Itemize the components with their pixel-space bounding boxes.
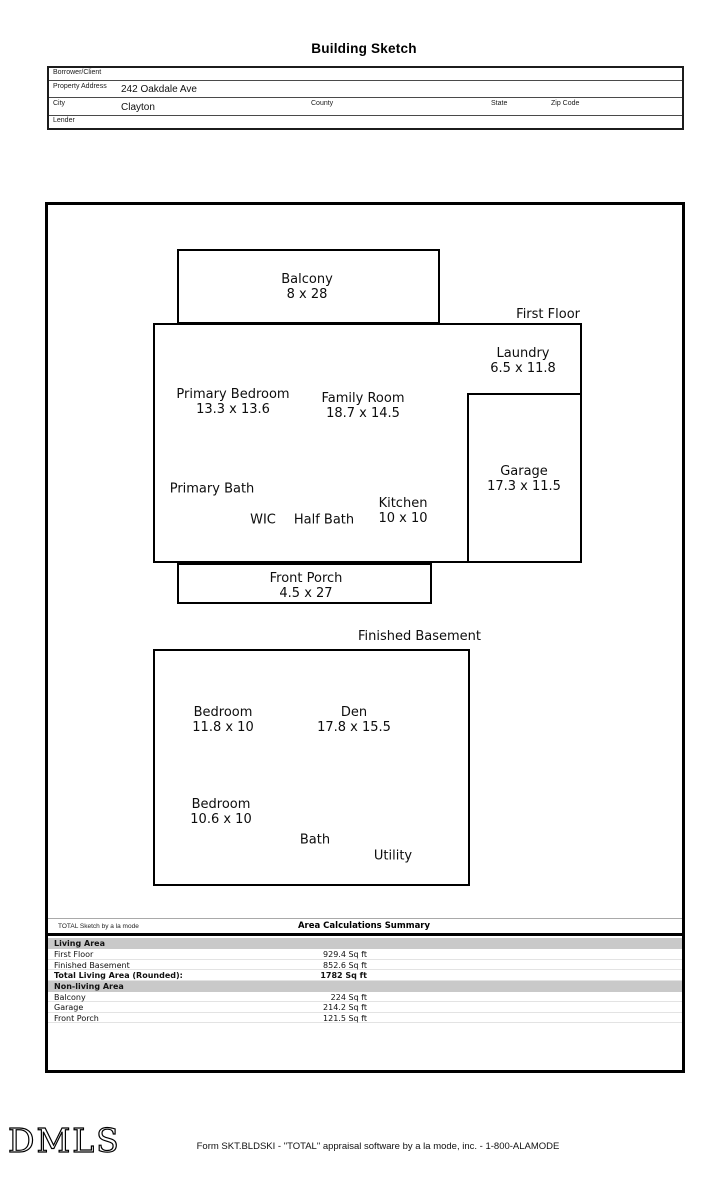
property-id-form: Borrower/Client Property Address 242 Oak… xyxy=(47,66,684,130)
room-name: Laundry xyxy=(496,346,550,361)
room-label-basement-bedroom-1: Bedroom 11.8 x 10 xyxy=(192,705,253,735)
room-label-half-bath: Half Bath xyxy=(294,513,354,528)
room-name: Den xyxy=(340,705,368,720)
room-name: Front Porch xyxy=(269,571,343,586)
non-living-area-header: Non-living Area xyxy=(48,980,682,992)
room-label-den: Den 17.8 x 15.5 xyxy=(317,705,391,735)
finished-basement-caption: Finished Basement xyxy=(357,629,481,644)
room-name: WIC xyxy=(250,512,276,528)
room-dims: 10.6 x 10 xyxy=(190,812,252,827)
room-name: Family Room xyxy=(321,391,405,406)
room-dims: 11.8 x 10 xyxy=(192,720,254,735)
row-value: 224 Sq ft xyxy=(330,992,367,1002)
row-label: Total Living Area (Rounded): xyxy=(54,971,183,980)
zip-code-label: Zip Code xyxy=(551,100,580,107)
page-title: Building Sketch xyxy=(311,40,417,56)
lender-row: Lender xyxy=(49,116,682,129)
table-row: Balcony 224 Sq ft xyxy=(48,992,682,1002)
room-name: Bedroom xyxy=(191,797,251,812)
room-name: Half Bath xyxy=(293,512,355,528)
table-row: Front Porch 121.5 Sq ft xyxy=(48,1013,682,1023)
room-label-basement-bath: Bath xyxy=(300,833,330,848)
summary-divider-rule xyxy=(48,933,682,936)
room-label-primary-bath: Primary Bath xyxy=(170,482,255,497)
form-id-line: Form SKT.BLDSKI - "TOTAL" appraisal soft… xyxy=(196,1141,560,1152)
city-row: City Clayton County State Zip Code xyxy=(49,98,682,116)
room-name: Primary Bedroom xyxy=(176,387,290,402)
row-label: Finished Basement xyxy=(54,960,130,970)
room-name: Garage xyxy=(500,464,548,479)
room-name: Bath xyxy=(299,832,331,848)
lender-label: Lender xyxy=(53,117,75,124)
summary-title: Area Calculations Summary xyxy=(297,921,431,931)
basement-outline xyxy=(153,649,470,886)
dmls-logo: DMLS xyxy=(7,1121,121,1160)
city-label: City xyxy=(53,100,66,107)
row-value: 929.4 Sq ft xyxy=(323,950,367,959)
room-label-garage: Garage 17.3 x 11.5 xyxy=(487,464,561,494)
room-dims: 18.7 x 14.5 xyxy=(326,406,400,421)
room-dims: 10 x 10 xyxy=(378,511,428,526)
row-value: 1782 Sq ft xyxy=(320,971,367,980)
room-dims: 6.5 x 11.8 xyxy=(490,361,556,376)
county-label: County xyxy=(311,100,334,107)
room-name: Utility xyxy=(373,848,413,864)
room-label-laundry: Laundry 6.5 x 11.8 xyxy=(490,346,556,376)
garage-outline xyxy=(467,393,582,563)
area-calculations-table: Living Area First Floor 929.4 Sq ft Fini… xyxy=(48,938,682,1023)
room-label-utility: Utility xyxy=(374,849,412,864)
borrower-row: Borrower/Client xyxy=(49,68,682,81)
row-value: 852.6 Sq ft xyxy=(323,960,367,970)
first-floor-caption: First Floor xyxy=(516,307,580,322)
front-porch-outline xyxy=(177,563,432,604)
room-name: Primary Bath xyxy=(169,481,255,497)
property-address-label: Property Address xyxy=(53,83,107,90)
table-row: Garage 214.2 Sq ft xyxy=(48,1002,682,1013)
row-label: Balcony xyxy=(54,992,86,1002)
table-row: Finished Basement 852.6 Sq ft xyxy=(48,960,682,970)
row-label: First Floor xyxy=(54,950,94,959)
sketch-vendor-note: TOTAL Sketch by a la mode xyxy=(58,923,139,930)
room-label-basement-bedroom-2: Bedroom 10.6 x 10 xyxy=(190,797,251,827)
row-label: Garage xyxy=(54,1003,84,1012)
room-label-wic: WIC xyxy=(250,513,276,528)
room-dims: 17.8 x 15.5 xyxy=(317,720,391,735)
row-value: 214.2 Sq ft xyxy=(323,1003,367,1012)
city-value: Clayton xyxy=(121,102,155,113)
living-area-header: Living Area xyxy=(48,938,682,949)
row-value: 121.5 Sq ft xyxy=(323,1013,367,1023)
row-label: Front Porch xyxy=(54,1013,99,1023)
balcony-outline xyxy=(177,249,440,324)
table-row: First Floor 929.4 Sq ft xyxy=(48,949,682,960)
room-name: Kitchen xyxy=(378,496,428,511)
room-name: Balcony xyxy=(281,272,333,287)
borrower-label: Borrower/Client xyxy=(53,69,102,76)
room-dims: 13.3 x 13.6 xyxy=(196,402,270,417)
room-label-kitchen: Kitchen 10 x 10 xyxy=(378,496,427,526)
total-living-area-row: Total Living Area (Rounded): 1782 Sq ft xyxy=(48,970,682,981)
property-address-value: 242 Oakdale Ave xyxy=(121,84,197,95)
room-label-family-room: Family Room 18.7 x 14.5 xyxy=(322,391,405,421)
room-label-front-porch: Front Porch 4.5 x 27 xyxy=(270,571,343,601)
state-label: State xyxy=(491,100,508,107)
room-label-balcony: Balcony 8 x 28 xyxy=(281,272,333,302)
room-dims: 17.3 x 11.5 xyxy=(487,479,561,494)
property-address-row: Property Address 242 Oakdale Ave xyxy=(49,81,682,98)
summary-top-rule xyxy=(48,918,682,919)
room-name: Bedroom xyxy=(193,705,253,720)
room-dims: 4.5 x 27 xyxy=(279,586,333,601)
room-dims: 8 x 28 xyxy=(286,287,328,302)
room-label-primary-bedroom: Primary Bedroom 13.3 x 13.6 xyxy=(176,387,289,417)
